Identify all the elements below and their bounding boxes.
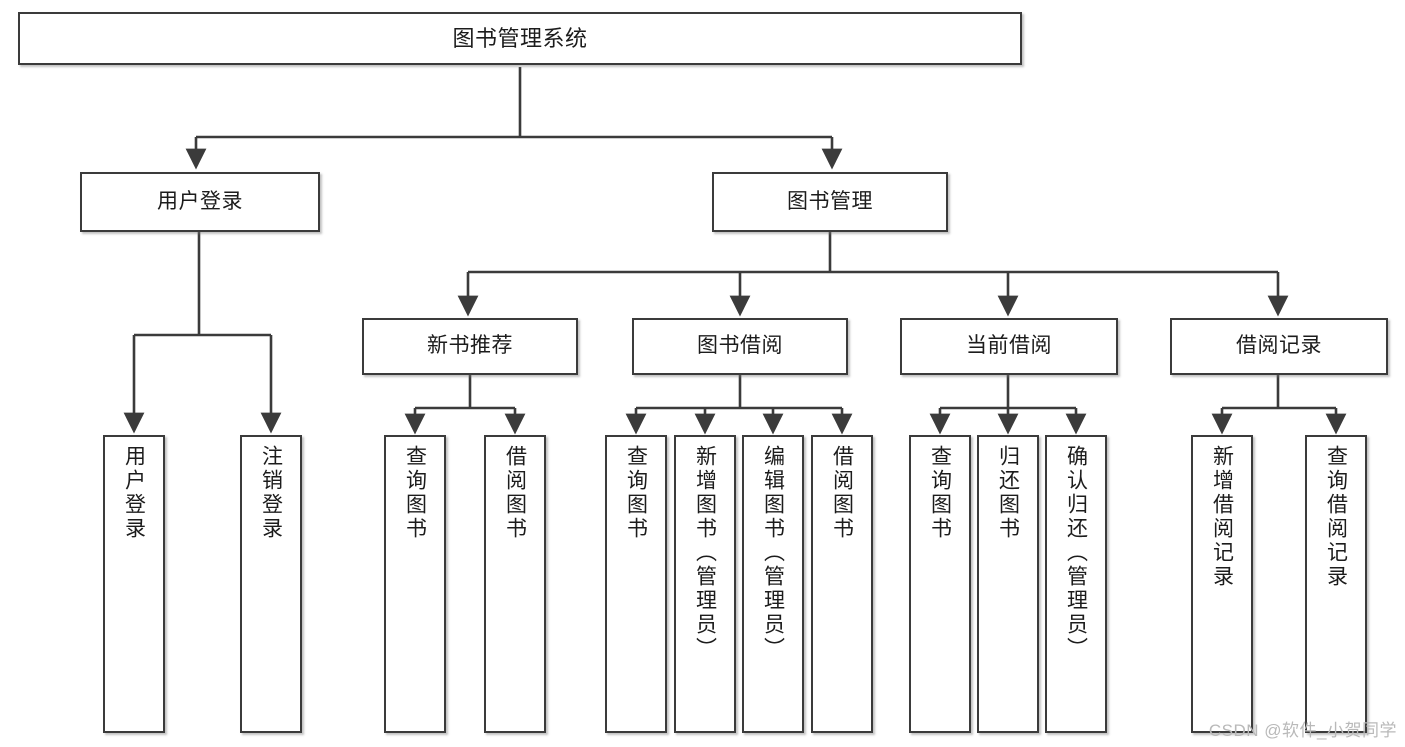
node-new-book-recommend-label: 新书推荐 — [427, 334, 513, 358]
node-leaf-query-book-3[interactable]: 查询图书 — [909, 435, 971, 733]
node-book-borrow-label: 图书借阅 — [697, 334, 783, 358]
node-root-label: 图书管理系统 — [452, 25, 588, 51]
node-leaf-user-login-label: 用户登录 — [122, 445, 146, 541]
node-root[interactable]: 图书管理系统 — [18, 12, 1022, 65]
node-leaf-add-book-label: 新增图书（管理员） — [693, 445, 717, 661]
node-leaf-query-book-3-label: 查询图书 — [928, 445, 952, 541]
node-leaf-borrow-book-1[interactable]: 借阅图书 — [484, 435, 546, 733]
node-leaf-logout-label: 注销登录 — [259, 445, 283, 541]
node-leaf-add-book[interactable]: 新增图书（管理员） — [674, 435, 736, 733]
node-leaf-add-record[interactable]: 新增借阅记录 — [1191, 435, 1253, 733]
node-book-manage[interactable]: 图书管理 — [712, 172, 948, 232]
node-leaf-query-book-1-label: 查询图书 — [403, 445, 427, 541]
node-leaf-confirm-return[interactable]: 确认归还（管理员） — [1045, 435, 1107, 733]
node-user-login[interactable]: 用户登录 — [80, 172, 320, 232]
node-current-borrow-label: 当前借阅 — [966, 334, 1052, 358]
node-leaf-return-book-label: 归还图书 — [996, 445, 1020, 541]
node-leaf-borrow-book-2-label: 借阅图书 — [830, 445, 854, 541]
node-user-login-label: 用户登录 — [157, 189, 243, 213]
node-leaf-edit-book-label: 编辑图书（管理员） — [761, 445, 785, 661]
node-leaf-borrow-book-1-label: 借阅图书 — [503, 445, 527, 541]
node-leaf-confirm-return-label: 确认归还（管理员） — [1064, 445, 1088, 661]
node-leaf-logout[interactable]: 注销登录 — [240, 435, 302, 733]
node-leaf-query-record-label: 查询借阅记录 — [1324, 445, 1348, 589]
node-leaf-query-book-1[interactable]: 查询图书 — [384, 435, 446, 733]
node-leaf-borrow-book-2[interactable]: 借阅图书 — [811, 435, 873, 733]
node-book-manage-label: 图书管理 — [787, 189, 873, 213]
node-borrow-record[interactable]: 借阅记录 — [1170, 318, 1388, 375]
node-leaf-query-record[interactable]: 查询借阅记录 — [1305, 435, 1367, 733]
node-leaf-user-login[interactable]: 用户登录 — [103, 435, 165, 733]
node-borrow-record-label: 借阅记录 — [1236, 334, 1322, 358]
node-leaf-edit-book[interactable]: 编辑图书（管理员） — [742, 435, 804, 733]
node-current-borrow[interactable]: 当前借阅 — [900, 318, 1118, 375]
node-leaf-query-book-2-label: 查询图书 — [624, 445, 648, 541]
node-leaf-add-record-label: 新增借阅记录 — [1210, 445, 1234, 589]
node-book-borrow[interactable]: 图书借阅 — [632, 318, 848, 375]
node-leaf-query-book-2[interactable]: 查询图书 — [605, 435, 667, 733]
node-new-book-recommend[interactable]: 新书推荐 — [362, 318, 578, 375]
node-leaf-return-book[interactable]: 归还图书 — [977, 435, 1039, 733]
